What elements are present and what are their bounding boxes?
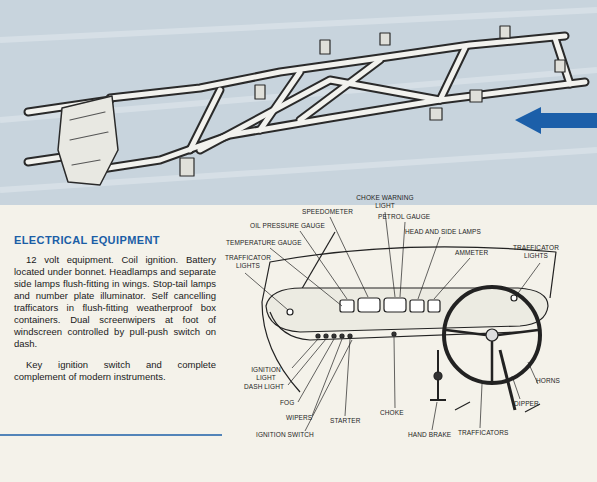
part-label: SPEEDOMETER	[302, 208, 353, 216]
part-label: OIL PRESSURE GAUGE	[250, 222, 325, 230]
part-label: TRAFFICATOR LIGHTS	[510, 244, 562, 259]
body-paragraph: 12 volt equipment. Coil ignition. Batter…	[14, 254, 216, 350]
chassis-frame	[28, 26, 585, 185]
part-label: IGNITION SWITCH	[256, 431, 314, 439]
part-label: HAND BRAKE	[408, 431, 451, 439]
panel-texture	[0, 10, 597, 190]
dashboard	[262, 232, 556, 412]
part-label: TRAFFICATORS	[458, 429, 508, 437]
part-label: HEAD AND SIDE LAMPS	[405, 228, 481, 236]
part-label: CHOKE	[380, 409, 404, 417]
part-label: TRAFFICATOR LIGHTS	[222, 254, 274, 269]
part-label: AMMETER	[455, 249, 488, 257]
part-label: PETROL GAUGE	[378, 213, 430, 221]
part-label: DASH LIGHT	[244, 383, 284, 391]
part-label: WIPERS	[286, 414, 312, 422]
part-label: STARTER	[330, 417, 360, 425]
part-label: IGNITION LIGHT	[246, 366, 286, 381]
section-heading: ELECTRICAL EQUIPMENT	[14, 234, 216, 246]
part-label: FOG	[280, 399, 294, 407]
text-column: ELECTRICAL EQUIPMENT 12 volt equipment. C…	[14, 234, 216, 392]
part-label: HORNS	[536, 377, 560, 385]
top-panel	[0, 0, 597, 205]
part-label: TEMPERATURE GAUGE	[226, 239, 302, 247]
part-label: DIPPER	[514, 400, 539, 408]
arrow	[515, 107, 597, 134]
body-paragraph: Key ignition switch and complete complem…	[14, 359, 216, 383]
part-label: CHOKE WARNING LIGHT	[355, 194, 415, 209]
rule	[0, 434, 222, 436]
